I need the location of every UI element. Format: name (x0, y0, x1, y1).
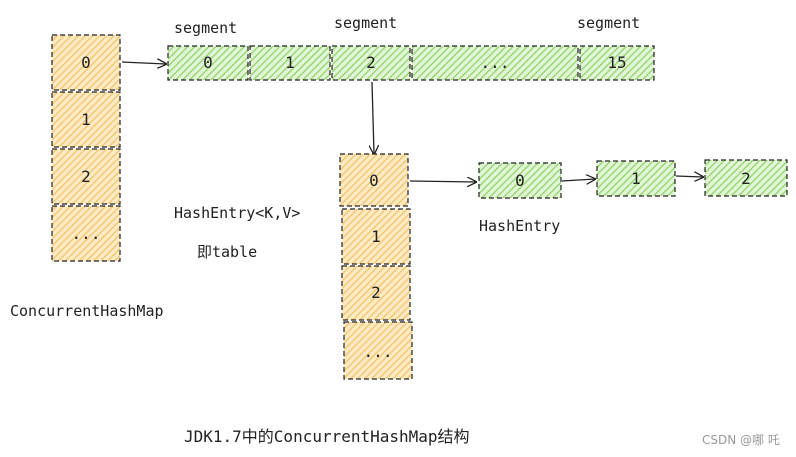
arrow-table-to-entry (409, 181, 476, 182)
map-cell-1: 1 (51, 91, 121, 148)
table-cell-2-label: 2 (371, 283, 381, 302)
map-cell-3: ... (51, 205, 121, 262)
segment-cell-3-label: ... (481, 53, 510, 72)
segment-array: 0 1 2 ... 15 (167, 45, 655, 81)
table-cell-3-label: ... (364, 342, 393, 361)
map-cell-2-label: 2 (81, 167, 91, 186)
entry-node-1: 1 (596, 160, 676, 197)
segment-cell-3: ... (411, 45, 579, 81)
table-cell-0-label: 0 (369, 171, 379, 190)
segment-cell-2-label: 2 (366, 53, 376, 72)
table-label-line2: 即table (197, 243, 257, 261)
entry-node-2: 2 (704, 159, 788, 197)
map-cell-2: 2 (51, 148, 121, 205)
map-cell-3-label: ... (72, 224, 101, 243)
segment-cell-1: 1 (249, 45, 331, 81)
table-array: 0 1 2 ... (339, 153, 413, 380)
segment-label-0: segment (174, 19, 237, 37)
table-label-line1: HashEntry<K,V> (174, 204, 300, 222)
entry-node-2-label: 2 (741, 169, 751, 188)
segment-cell-2: 2 (331, 45, 411, 81)
table-cell-3: ... (343, 321, 413, 380)
segment-cell-4: 15 (579, 45, 655, 81)
arrow-segment-to-table (372, 81, 374, 154)
arrow-map-to-segments (121, 62, 166, 64)
map-cell-1-label: 1 (81, 110, 91, 129)
map-label: ConcurrentHashMap (10, 302, 164, 320)
segment-cell-4-label: 15 (607, 53, 626, 72)
segment-label-2: segment (577, 14, 640, 32)
watermark: CSDN @哪 吒 (702, 433, 780, 447)
entry-node-0-label: 0 (515, 171, 525, 190)
entry-node-1-label: 1 (631, 169, 641, 188)
segment-cell-0: 0 (167, 45, 249, 81)
arrow-entry-1-to-2 (675, 176, 703, 177)
map-cell-0: 0 (51, 34, 121, 91)
table-cell-1: 1 (341, 208, 411, 265)
segment-cell-0-label: 0 (203, 53, 213, 72)
map-array: 0 1 2 ... (51, 34, 121, 262)
table-cell-2: 2 (341, 265, 411, 321)
segment-cell-1-label: 1 (285, 53, 295, 72)
segment-label-1: segment (334, 14, 397, 32)
entry-list: 0 1 2 (478, 159, 788, 199)
entry-label: HashEntry (479, 217, 560, 235)
table-cell-1-label: 1 (371, 227, 381, 246)
entry-node-0: 0 (478, 162, 562, 199)
map-cell-0-label: 0 (81, 53, 91, 72)
table-cell-0: 0 (339, 153, 409, 207)
arrow-entry-0-to-1 (561, 179, 595, 181)
diagram-caption: JDK1.7中的ConcurrentHashMap结构 (184, 427, 470, 446)
